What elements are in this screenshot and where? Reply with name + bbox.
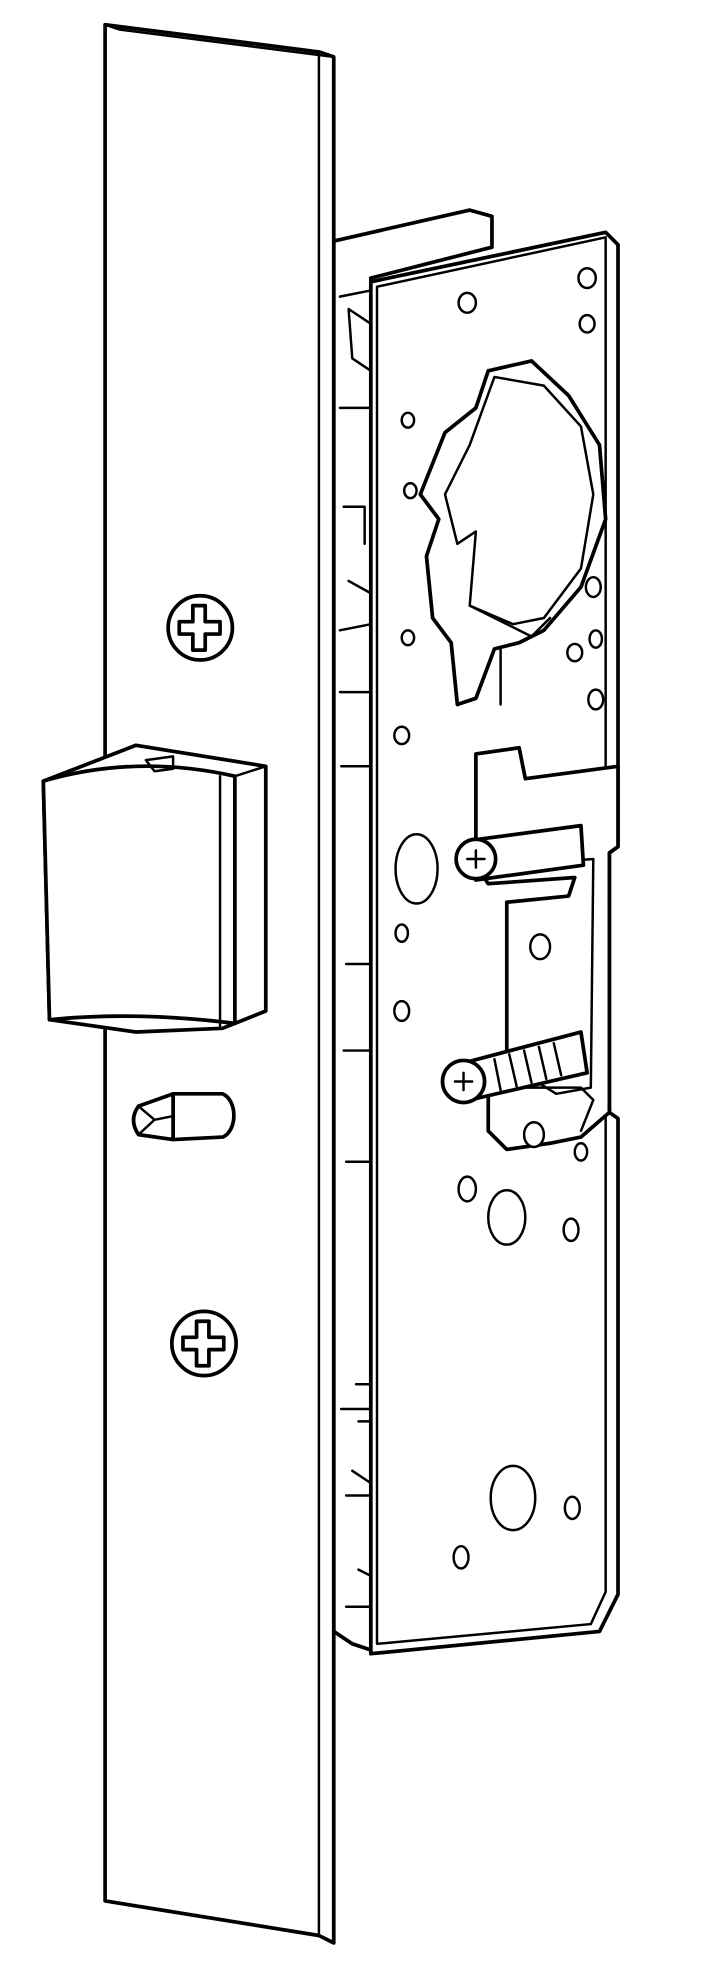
mounting-holes — [393, 266, 605, 1570]
faceplate-screw-upper — [166, 593, 235, 662]
adjustment-screw-upper — [454, 823, 586, 882]
lock-case-plate — [354, 230, 620, 1656]
faceplate-screw-lower — [169, 1309, 238, 1378]
hub-opening — [418, 359, 608, 707]
auxiliary-latch-pin — [131, 1091, 236, 1142]
latch-bolt — [41, 743, 268, 1034]
adjustment-screw-lower — [440, 1030, 589, 1105]
